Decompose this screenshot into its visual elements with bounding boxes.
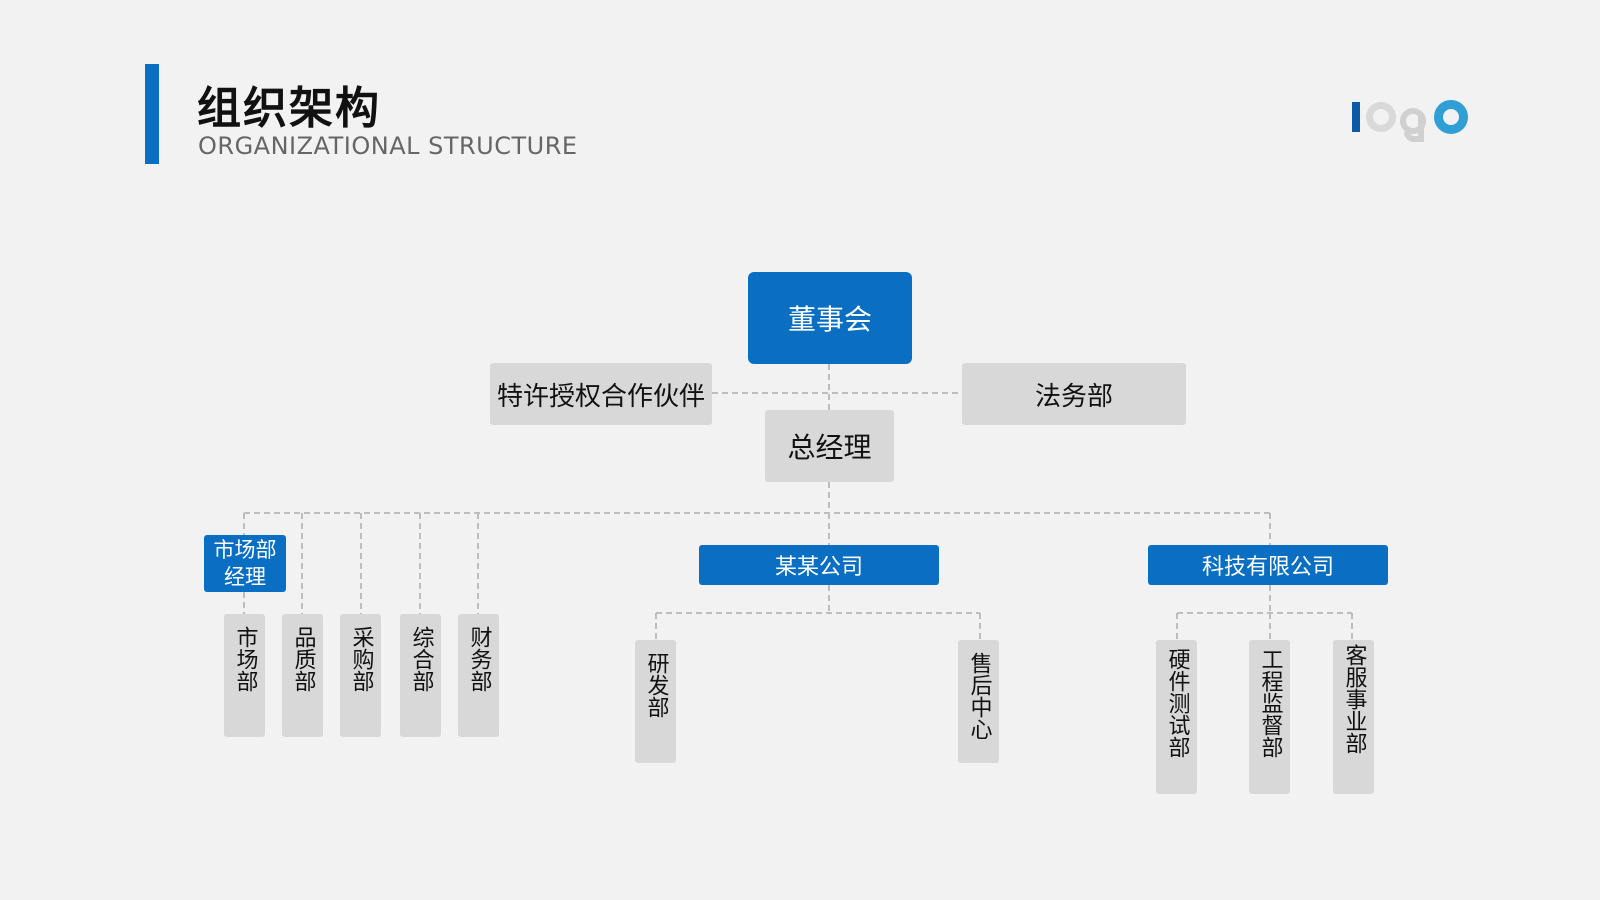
dept-quality: 品质部: [282, 614, 323, 737]
node-legal: 法务部: [962, 363, 1186, 425]
dept-hardware-testing: 硬件测试部: [1156, 640, 1197, 794]
dept-aftersales: 售后中心: [958, 640, 999, 763]
dept-purchasing: 采购部: [340, 614, 381, 737]
node-partner-label: 特许授权合作伙伴: [496, 381, 705, 412]
node-gm: 总经理: [765, 410, 894, 482]
node-market-manager: 市场部 经理: [204, 535, 286, 592]
node-tech-company-label: 科技有限公司: [1201, 555, 1334, 580]
logo-icon: [1352, 96, 1472, 150]
node-market-manager-label: 市场部 经理: [213, 537, 277, 589]
dept-finance: 财务部: [458, 614, 499, 737]
title-accent-bar: [145, 64, 159, 164]
node-company-a-label: 某某公司: [774, 555, 863, 580]
dept-aftersales-label: 售后中心: [966, 652, 992, 740]
dept-general-label: 综合部: [408, 626, 434, 692]
node-partner: 特许授权合作伙伴: [490, 363, 712, 425]
dept-quality-label: 品质部: [290, 626, 316, 692]
node-board: 董事会: [748, 272, 912, 364]
dept-hardware-testing-label: 硬件测试部: [1164, 648, 1190, 758]
dept-finance-label: 财务部: [466, 626, 492, 692]
dept-customer-service-label: 客服事业部: [1341, 644, 1367, 754]
node-company-a: 某某公司: [699, 545, 939, 585]
node-tech-company: 科技有限公司: [1148, 545, 1388, 585]
page-title: 组织架构: [197, 83, 381, 134]
dept-engineering-supervision-label: 工程监督部: [1257, 648, 1283, 758]
dept-purchasing-label: 采购部: [348, 626, 374, 692]
node-board-label: 董事会: [787, 303, 872, 336]
dept-market: 市场部: [224, 614, 265, 737]
dept-engineering-supervision: 工程监督部: [1249, 640, 1290, 794]
dept-general: 综合部: [400, 614, 441, 737]
dept-rnd: 研发部: [635, 640, 676, 763]
dept-market-label: 市场部: [232, 626, 258, 692]
node-legal-label: 法务部: [1034, 381, 1113, 412]
node-gm-label: 总经理: [787, 431, 872, 464]
page-subtitle: ORGANIZATIONAL STRUCTURE: [198, 132, 578, 160]
dept-customer-service: 客服事业部: [1333, 640, 1374, 794]
dept-rnd-label: 研发部: [643, 652, 669, 718]
